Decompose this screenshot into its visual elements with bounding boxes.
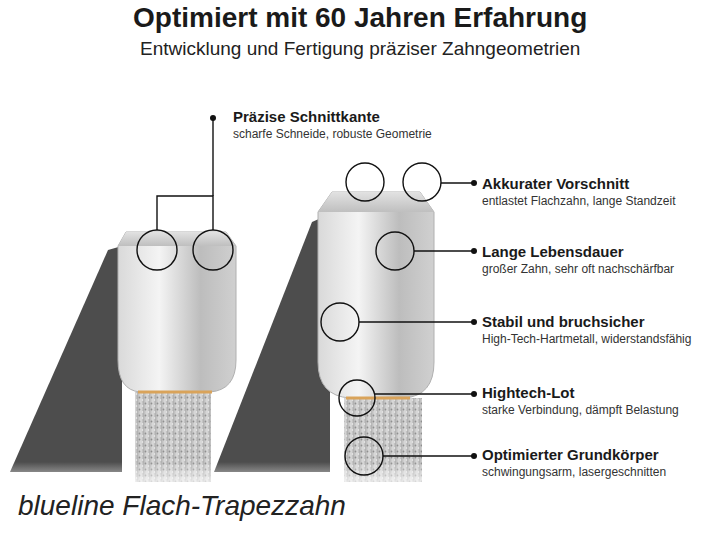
callout-heading: Lange Lebensdauer <box>482 243 624 260</box>
callout-text: starke Verbindung, dämpft Belastung <box>482 403 679 417</box>
subtitle: Entwicklung und Fertigung präziser Zahng… <box>140 38 580 60</box>
callout-text: High-Tech-Hartmetall, widerstandsfähig <box>482 332 691 346</box>
callout-text: schwingungsarm, lasergeschnitten <box>482 465 666 479</box>
callout-heading: Hightech-Lot <box>482 384 574 401</box>
callout-heading: Stabil und bruchsicher <box>482 313 645 330</box>
callout-heading: Optimierter Grundkörper <box>482 446 659 463</box>
callout-text: entlastet Flachzahn, lange Standzeit <box>482 194 675 208</box>
callout-heading: Akkurater Vorschnitt <box>482 175 629 192</box>
page-title: Optimiert mit 60 Jahren Erfahrung <box>133 2 587 34</box>
product-caption: blueline Flach-Trapezzahn <box>18 490 346 522</box>
callout-heading: Präzise Schnittkante <box>233 108 380 125</box>
callout-text: scharfe Schneide, robuste Geometrie <box>233 127 432 141</box>
callout-text: großer Zahn, sehr oft nachschärfbar <box>482 262 674 276</box>
